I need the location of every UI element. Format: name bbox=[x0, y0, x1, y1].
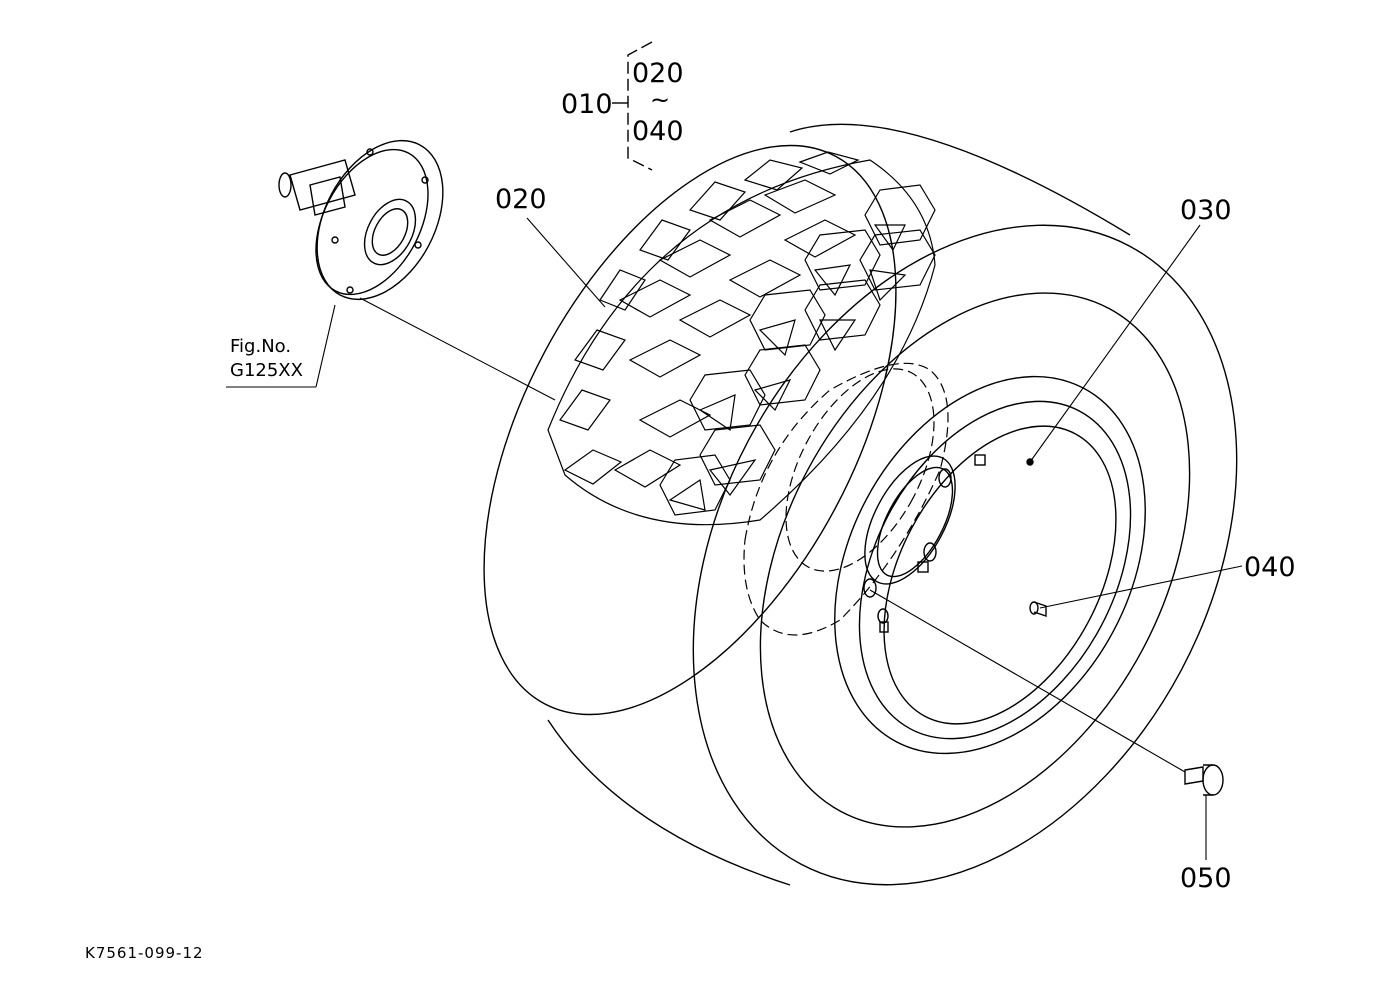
range-separator: ~ bbox=[650, 86, 671, 114]
callout-010: 010 bbox=[561, 89, 613, 120]
tread-pattern bbox=[547, 151, 936, 526]
drawing-code: K7561-099-12 bbox=[85, 944, 204, 962]
callout-020-range-start: 020 bbox=[632, 58, 684, 89]
callout-030: 030 bbox=[1180, 195, 1232, 226]
tire bbox=[483, 123, 1238, 886]
valve-stem bbox=[1029, 601, 1047, 617]
hidden-hub-outline bbox=[743, 362, 949, 636]
figure-ref-number: G125XX bbox=[230, 360, 303, 381]
axle-flange bbox=[278, 139, 444, 301]
callout-020: 020 bbox=[495, 184, 547, 215]
range-bracket bbox=[612, 41, 653, 171]
callout-040-range-end: 040 bbox=[632, 116, 684, 147]
wheel-bolt bbox=[1184, 764, 1224, 796]
wheel-rim bbox=[834, 375, 1146, 755]
figure-ref-label: Fig.No. bbox=[230, 336, 292, 357]
leader-lines bbox=[226, 217, 1243, 860]
callout-050: 050 bbox=[1180, 863, 1232, 894]
callout-040: 040 bbox=[1244, 552, 1296, 583]
